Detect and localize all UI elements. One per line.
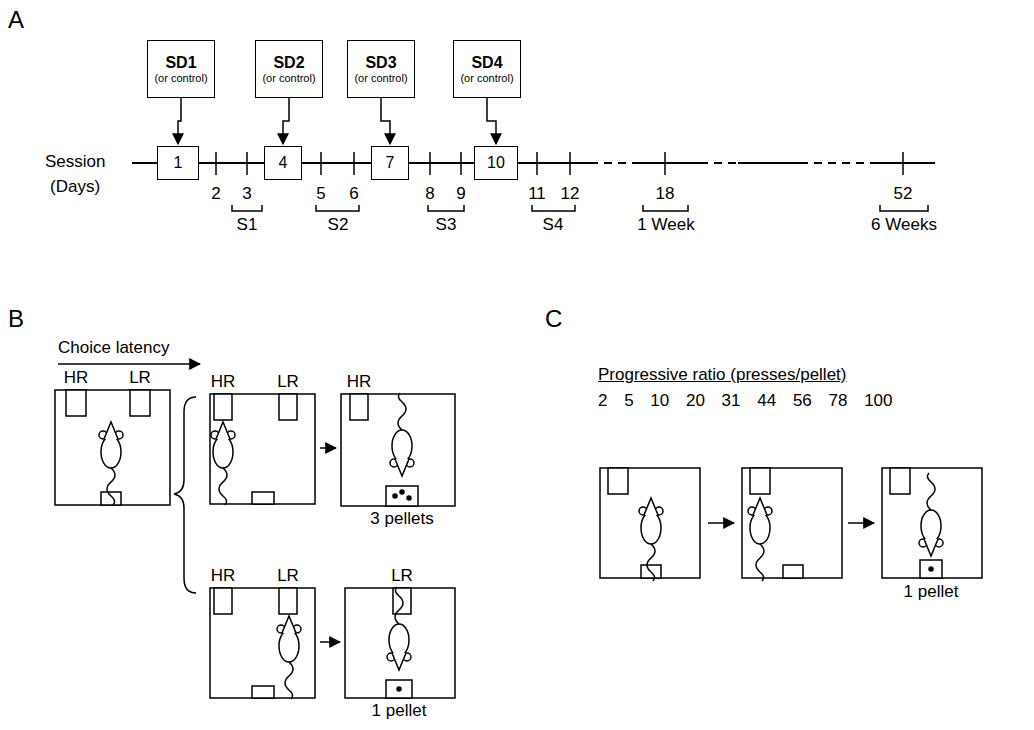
box-title: 10 <box>487 154 505 172</box>
tick-number: 9 <box>456 184 465 204</box>
box-title: 4 <box>279 154 288 172</box>
stage-label: 1 Week <box>637 215 694 235</box>
stage-label: S4 <box>543 215 564 235</box>
reward-label: 1 pellet <box>904 582 959 602</box>
tick-number: 8 <box>425 184 434 204</box>
schedule-title: Progressive ratio (presses/pellet) <box>598 365 846 385</box>
tick-number: 2 <box>211 184 220 204</box>
session-box: 1 <box>157 146 199 180</box>
axis-label: Session <box>45 152 105 172</box>
stage-label: S1 <box>237 215 258 235</box>
arrow <box>381 98 390 144</box>
panel-letter: C <box>545 305 562 333</box>
session-box: 4 <box>264 146 302 180</box>
session-box: 10 <box>474 146 518 180</box>
tick-number: 52 <box>894 184 913 204</box>
lever-label: LR <box>277 566 299 586</box>
arrow <box>283 98 289 144</box>
stage-label: S3 <box>436 215 457 235</box>
box-title: SD2 <box>273 54 304 72</box>
box-note: (or control) <box>460 72 513 84</box>
tick-number: 18 <box>656 184 675 204</box>
treatment-box: SD4(or control) <box>453 40 521 98</box>
lever-label: LR <box>391 566 413 586</box>
lever-label: LR <box>277 372 299 392</box>
treatment-box: SD1(or control) <box>147 40 215 98</box>
box-title: SD3 <box>365 54 396 72</box>
box-note: (or control) <box>262 72 315 84</box>
lever-label: HR <box>347 372 372 392</box>
axis-label: (Days) <box>50 177 100 197</box>
tick-number: 5 <box>316 184 325 204</box>
stage-label: 6 Weeks <box>871 215 937 235</box>
stage-label: S2 <box>328 215 349 235</box>
arrow <box>487 98 496 144</box>
tick-number: 11 <box>528 184 546 204</box>
box-note: (or control) <box>154 72 207 84</box>
box-note: (or control) <box>354 72 407 84</box>
treatment-box: SD2(or control) <box>255 40 323 98</box>
arrow-label: Choice latency <box>58 338 170 358</box>
box-title: 1 <box>174 154 183 172</box>
lever-label: LR <box>129 368 151 388</box>
lever-label: HR <box>64 368 89 388</box>
reward-label: 3 pellets <box>370 509 433 529</box>
box-title: 7 <box>386 154 395 172</box>
box-title: SD4 <box>471 54 502 72</box>
tick-number: 3 <box>242 184 251 204</box>
tick-number: 12 <box>561 184 580 204</box>
panel-letter: B <box>8 305 24 333</box>
lever-label: HR <box>211 372 236 392</box>
panel-letter: A <box>8 6 24 34</box>
tick-number: 6 <box>349 184 358 204</box>
arrow <box>178 98 181 144</box>
session-box: 7 <box>371 146 409 180</box>
ratio-values: 2 5 10 20 31 44 56 78 100 <box>598 391 893 411</box>
box-title: SD1 <box>165 54 196 72</box>
reward-label: 1 pellet <box>372 701 427 721</box>
treatment-box: SD3(or control) <box>347 40 415 98</box>
lever-label: HR <box>211 566 236 586</box>
